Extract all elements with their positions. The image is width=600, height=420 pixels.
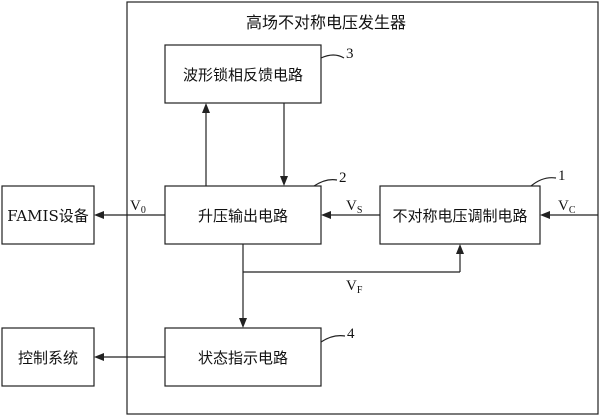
- vc-arrowhead: [540, 211, 550, 219]
- vc-label: VC: [558, 198, 576, 216]
- boost-output-number: 2: [339, 170, 347, 186]
- famis-device-block: [1, 185, 95, 245]
- status-indicator-leader: [320, 335, 346, 343]
- generator-title: 高场不对称电压发生器: [246, 13, 406, 32]
- boost-output-leader: [313, 179, 338, 187]
- famis-device-label: FAMIS设备: [7, 207, 89, 225]
- waveform-lock-label: 波形锁相反馈电路: [183, 66, 303, 84]
- v0-label: V0: [130, 198, 146, 216]
- vf-arrowhead: [456, 244, 464, 254]
- status-indicator-number: 4: [347, 326, 355, 342]
- waveform-lock-block: [164, 44, 322, 104]
- v0-arrowhead: [94, 211, 104, 219]
- status-indicator-label: 状态指示电路: [198, 349, 288, 367]
- asym-modulation-number: 1: [558, 168, 566, 184]
- status-to-control-arrowhead: [94, 353, 104, 361]
- lock-to-boost-arrowhead: [280, 176, 288, 186]
- waveform-lock-number: 3: [346, 46, 354, 62]
- status-indicator-block: [164, 327, 322, 387]
- asym-modulation-label: 不对称电压调制电路: [392, 207, 527, 225]
- boost-to-status-arrowhead: [239, 318, 247, 328]
- vs-label: VS: [346, 198, 362, 216]
- boost-to-lock-arrowhead: [202, 103, 210, 113]
- vs-arrowhead: [321, 211, 331, 219]
- vf-label: VF: [346, 278, 363, 296]
- control-system-label: 控制系统: [18, 349, 78, 367]
- asym-modulation-leader: [530, 177, 557, 187]
- waveform-lock-leader: [320, 54, 345, 59]
- boost-output-label: 升压输出电路: [198, 207, 288, 225]
